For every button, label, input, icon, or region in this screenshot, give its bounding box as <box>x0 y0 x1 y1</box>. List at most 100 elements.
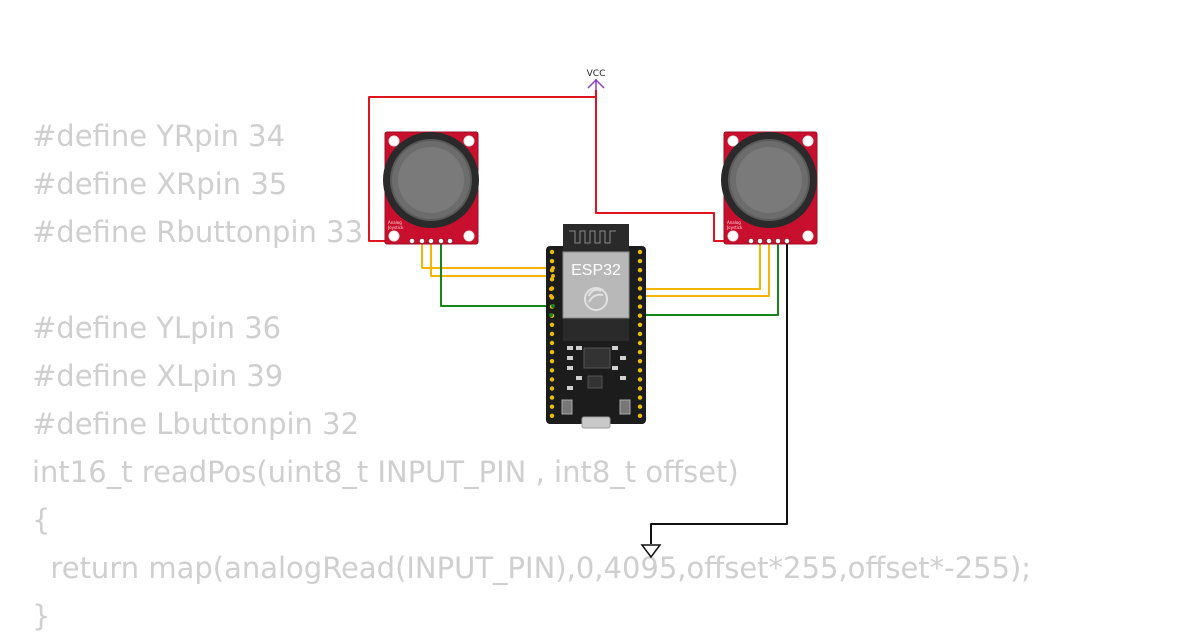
left-joystick-vry-wire[interactable] <box>430 242 553 277</box>
esp32-pin[interactable] <box>549 249 555 255</box>
module-base <box>563 319 629 341</box>
esp32-pin[interactable] <box>637 304 643 309</box>
mount-hole <box>727 135 739 147</box>
vcc-arrow <box>587 78 605 89</box>
esp32-pin[interactable] <box>637 395 643 400</box>
antenna-trace <box>569 230 616 244</box>
wire-junction <box>549 294 553 298</box>
esp32-pin[interactable] <box>637 377 643 382</box>
esp32-module-shield <box>562 251 630 319</box>
code-listing: #define YRpin 34 #define XRpin 35 #define … <box>32 112 1031 640</box>
esp32-pin[interactable] <box>637 368 643 373</box>
code-line: #define XLpin 39 <box>32 359 284 393</box>
code-line: { <box>32 503 51 537</box>
esp32-pin[interactable] <box>549 331 555 337</box>
ground-triangle <box>640 544 662 559</box>
right-joystick-pin-vcc[interactable] <box>748 238 754 244</box>
left-joystick-pin-vcc[interactable] <box>409 238 415 244</box>
code-line: #define XRpin 35 <box>32 167 288 201</box>
vcc-wire-right[interactable] <box>595 97 728 242</box>
vcc-label: VCC <box>587 69 606 79</box>
esp32-pin[interactable] <box>637 404 643 409</box>
esp32-pin[interactable] <box>549 368 555 373</box>
esp32-pin[interactable] <box>549 386 555 391</box>
esp32-pin[interactable] <box>637 322 643 327</box>
code-line: #define Lbuttonpin 32 <box>32 407 360 441</box>
left-joystick-button-wire[interactable] <box>440 242 553 307</box>
esp32-pin[interactable] <box>637 349 643 355</box>
esp32-pin[interactable] <box>637 258 643 264</box>
esp32-pin[interactable] <box>637 295 643 300</box>
esp32-pin[interactable] <box>637 277 643 282</box>
esp32-pin[interactable] <box>637 313 643 318</box>
code-line: #define YRpin 34 <box>32 119 286 153</box>
mount-hole <box>802 230 814 242</box>
code-line: return map(analogRead(INPUT_PIN),0,4095,… <box>32 551 1032 585</box>
espressif-logo-icon <box>584 287 608 311</box>
code-line: } <box>32 599 51 633</box>
reset-button[interactable] <box>619 399 631 415</box>
esp32-label: ESP32 <box>571 262 621 279</box>
right-joystick-pin-gnd[interactable] <box>784 238 790 244</box>
mount-hole <box>388 230 400 242</box>
right-joystick-pin-vrx[interactable] <box>757 238 763 244</box>
ground-symbol[interactable] <box>640 544 662 559</box>
esp32-pin[interactable] <box>549 349 555 355</box>
esp32-pin[interactable] <box>637 268 643 273</box>
vcc-symbol[interactable]: VCC <box>587 69 606 90</box>
left-joystick-pin-vrx[interactable] <box>419 238 425 244</box>
esp32-pin[interactable] <box>637 286 643 291</box>
code-line: int16_t readPos(uint8_t INPUT_PIN , int8… <box>32 455 739 489</box>
esp32-pin[interactable] <box>549 413 555 418</box>
right-joystick-pin-vry[interactable] <box>766 238 772 244</box>
esp32-pin[interactable] <box>549 258 555 264</box>
code-line: #define Rbuttonpin 33 <box>32 215 364 249</box>
left-joystick-pin-vry[interactable] <box>428 238 434 244</box>
wire-junction <box>549 287 553 291</box>
esp32-pin[interactable] <box>637 331 643 337</box>
usb-uart-chip <box>583 347 611 369</box>
usb-port <box>581 416 611 429</box>
esp32-pin[interactable] <box>549 404 555 409</box>
esp32-pin[interactable] <box>637 359 643 364</box>
left-joystick[interactable]: Analog Joystick <box>383 131 479 245</box>
esp32-pin[interactable] <box>637 249 643 255</box>
left-joystick-vrx-wire[interactable] <box>421 242 553 269</box>
esp32-pin[interactable] <box>637 340 643 346</box>
antenna-area <box>563 224 629 254</box>
right-joystick[interactable]: Analog Joystick <box>721 131 818 245</box>
esp32-pin[interactable] <box>549 277 555 282</box>
left-joystick-pin-sw[interactable] <box>438 238 444 244</box>
esp32-pin[interactable] <box>549 377 555 382</box>
mount-hole <box>463 135 475 147</box>
esp32-pin-header-right <box>637 249 643 418</box>
right-joystick-label-1: Analog <box>727 220 741 225</box>
esp32-pin[interactable] <box>637 386 643 391</box>
right-joystick-pin-sw[interactable] <box>775 238 781 244</box>
right-joystick-label-2: Joystick <box>726 225 743 230</box>
code-line: #define YLpin 36 <box>32 311 282 345</box>
wire-junction <box>551 304 555 308</box>
regulator-chip <box>587 375 603 389</box>
esp32-pin[interactable] <box>549 322 555 327</box>
esp32-pin[interactable] <box>549 359 555 364</box>
gnd-wire[interactable] <box>650 242 788 544</box>
esp32-pin[interactable] <box>549 395 555 400</box>
wire-junction <box>549 313 553 317</box>
boot-button[interactable] <box>561 399 573 415</box>
esp32-board[interactable]: ESP32 <box>546 224 646 429</box>
vcc-wire-left[interactable] <box>368 90 597 242</box>
left-joystick-pin-gnd[interactable] <box>447 238 453 244</box>
wire-junction <box>551 274 555 278</box>
mount-hole <box>727 230 739 242</box>
mount-hole <box>388 135 400 147</box>
esp32-pin[interactable] <box>549 340 555 346</box>
right-joystick-knob-top <box>736 147 802 213</box>
mount-hole <box>802 135 814 147</box>
left-joystick-label-1: Analog <box>388 220 402 225</box>
wire-junction <box>551 266 555 270</box>
left-joystick-knob-top <box>398 147 464 213</box>
esp32-pin[interactable] <box>637 413 643 418</box>
left-joystick-label-2: Joystick <box>387 225 404 230</box>
